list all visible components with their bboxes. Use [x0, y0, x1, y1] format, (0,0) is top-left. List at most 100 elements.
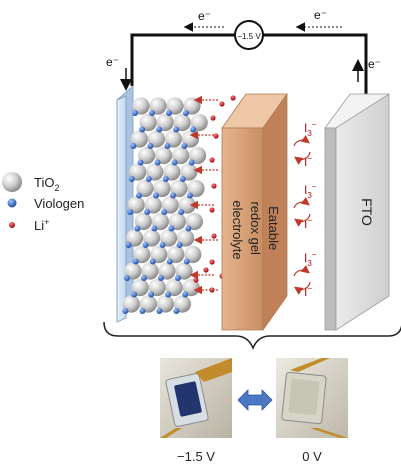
li-ion — [211, 183, 217, 189]
working-electrode — [116, 85, 134, 323]
viologen-dot — [131, 291, 138, 298]
electrolyte-layer: Eatable redox gel electrolyte — [221, 92, 288, 332]
viologen-dot — [165, 291, 172, 298]
viologen-dot — [178, 209, 185, 215]
tio2-particle — [148, 278, 166, 297]
li-legend-icon — [9, 222, 15, 228]
tio2-particle — [132, 97, 150, 115]
viologen-dot — [175, 275, 181, 281]
viologen-dot — [149, 258, 156, 265]
viologen-dot — [182, 291, 189, 298]
viologen-dot — [176, 242, 183, 248]
electron-label-1: e⁻ — [198, 9, 211, 23]
tio2-particle — [150, 245, 168, 264]
tio2-particle — [173, 113, 191, 132]
viologen-dot — [139, 126, 146, 133]
tio2-particle — [138, 146, 156, 165]
tio2-particle — [153, 179, 171, 198]
tio2-particle — [168, 212, 186, 231]
viologen-dot — [187, 192, 193, 199]
photo-caption-right: 0 V — [302, 449, 322, 464]
electrolyte-line-1: Eatable — [266, 206, 281, 250]
photo-caption-left: −1.5 V — [177, 449, 215, 464]
tio2-particle — [147, 130, 165, 148]
viologen-dot — [141, 275, 147, 281]
tio2-particle — [136, 179, 154, 198]
viologen-dot — [139, 308, 146, 314]
viologen-dot — [124, 275, 130, 281]
tio2-particle — [155, 146, 173, 165]
li-ion — [203, 267, 209, 273]
viologen-dot — [147, 143, 154, 149]
external-circuit: −1.5 V e⁻ e⁻ e⁻ e⁻ — [106, 8, 381, 96]
viologen-dot — [125, 242, 132, 248]
tio2-particle — [163, 163, 181, 181]
viologen-dot — [128, 176, 135, 182]
viologen-legend-icon — [7, 198, 17, 208]
electron-label-4: e⁻ — [368, 57, 381, 71]
viologen-dot — [136, 192, 142, 199]
viologen-dot — [156, 308, 163, 314]
viologen-dot — [144, 209, 151, 215]
fto-slab-front — [324, 127, 337, 331]
redox-cycle-arrow — [294, 281, 311, 295]
viologen-dot — [170, 192, 176, 199]
li-ion — [209, 157, 215, 163]
nanoparticle-film — [122, 97, 208, 314]
tio2-particle — [156, 113, 174, 132]
photo-colored-state — [160, 358, 232, 438]
electrolyte-line-3: electrolyte — [230, 200, 245, 259]
redox-oxidized-label: I3− — [304, 250, 317, 268]
tio2-particle — [130, 130, 148, 148]
redox-cycle-arrow — [294, 151, 311, 165]
viologen-dot — [183, 110, 189, 116]
viologen-dot — [161, 209, 168, 215]
fto-label: FTO — [359, 198, 375, 226]
li-ion — [219, 101, 225, 107]
viologen-dot — [156, 126, 163, 133]
switching-double-arrow — [237, 389, 273, 411]
viologen-legend-label: Viologen — [34, 196, 84, 211]
tio2-particle — [151, 212, 169, 231]
tio2-particle — [184, 245, 202, 264]
tio2-legend-icon — [2, 172, 22, 192]
viologen-dot — [188, 159, 195, 166]
tio2-particle — [141, 262, 159, 280]
tio2-particle — [166, 97, 184, 115]
tio2-particle — [160, 229, 178, 247]
tio2-particle — [177, 229, 195, 247]
viologen-dot — [162, 176, 169, 182]
viologen-dot — [153, 192, 159, 199]
viologen-dot — [127, 209, 134, 215]
tio2-particle — [133, 245, 151, 264]
viologen-dot — [122, 308, 129, 314]
viologen-dot — [183, 258, 190, 265]
li-ion — [213, 133, 219, 139]
tio2-particle — [139, 113, 157, 132]
viologen-dot — [137, 159, 144, 166]
tio2-particle — [178, 196, 196, 214]
li-ion — [209, 287, 215, 293]
electrolyte-line-2: redox gel — [248, 201, 263, 255]
tio2-particle — [143, 229, 161, 247]
redox-cycle-arrow — [294, 213, 311, 227]
redox-oxidized-label: I3− — [304, 120, 317, 138]
device-photos: −1.5 V 0 V — [160, 358, 348, 464]
redox-oxidized-label: I3− — [304, 182, 317, 200]
viologen-dot — [181, 143, 188, 149]
tio2-particle — [146, 163, 164, 181]
tio2-particle — [164, 130, 182, 148]
redox-cycle-arrow — [293, 264, 310, 277]
tio2-particle — [187, 179, 205, 198]
tio2-particle — [124, 262, 142, 280]
tio2-particle — [122, 295, 140, 313]
counter-electrode: FTO — [324, 93, 390, 331]
colored-device-film — [174, 381, 202, 417]
viologen-dot — [171, 159, 178, 166]
redox-reduced-label: I− — [304, 284, 312, 299]
viologen-dot — [185, 225, 192, 232]
viologen-dot — [190, 126, 197, 133]
tio2-particle — [134, 212, 152, 231]
tio2-particle — [167, 245, 185, 264]
